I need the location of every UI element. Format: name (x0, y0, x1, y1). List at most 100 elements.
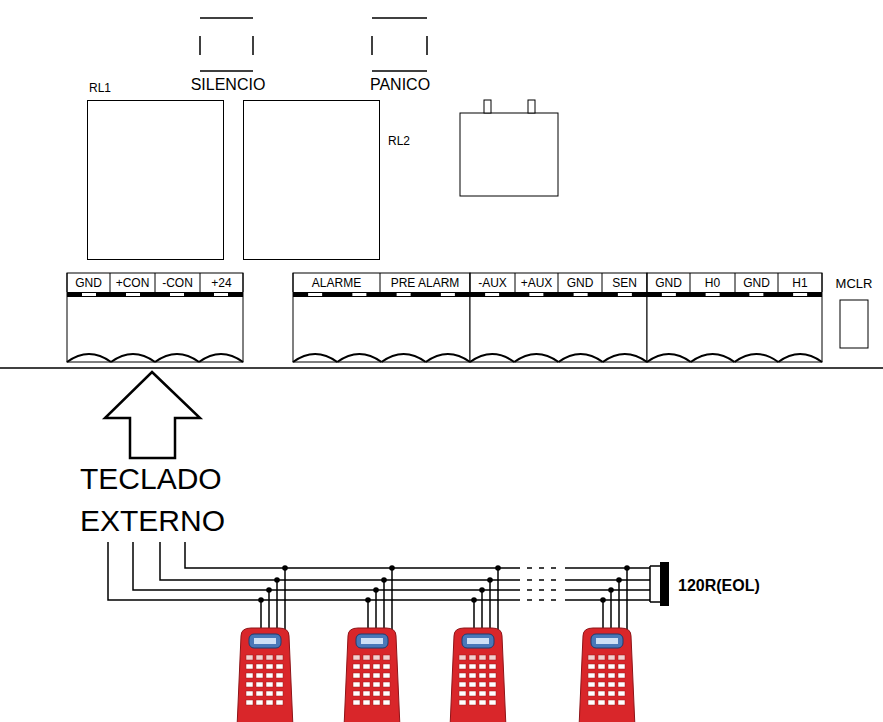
keypad-tap (367, 600, 369, 632)
keypad-tap (602, 600, 604, 632)
terminal-housing (470, 273, 647, 362)
terminal-scallop (199, 354, 243, 362)
keypad-key (363, 700, 370, 705)
keypad-key (618, 664, 625, 669)
pin-name: GND (558, 277, 602, 289)
terminal-divider (558, 273, 559, 292)
relay-box: RL1 (87, 100, 224, 260)
bus-dash (539, 567, 544, 569)
terminal-notch (662, 293, 676, 296)
keypad-key (256, 700, 263, 705)
pin-name: -AUX (470, 277, 515, 289)
bus-dash (527, 567, 532, 569)
button-line (426, 36, 428, 55)
keypad-key (588, 700, 595, 705)
keypad-key (618, 673, 625, 678)
keypad-key (479, 655, 486, 660)
bus-wire (108, 542, 520, 600)
keypad-key (383, 700, 390, 705)
keypad-key (383, 682, 390, 687)
junction-dot (373, 587, 379, 593)
terminal-scallop (382, 354, 426, 362)
keypad-display (591, 634, 623, 648)
keypad-key (489, 682, 496, 687)
terminal-notch (706, 293, 720, 296)
pin-name: GND (67, 277, 110, 289)
pin-name: ALARME (293, 277, 380, 289)
keypad-display (356, 634, 388, 648)
keypad-key (383, 673, 390, 678)
keypad-key (608, 691, 615, 696)
keypad-key (598, 664, 605, 669)
keypad-key (246, 682, 253, 687)
button-line (252, 36, 254, 55)
resistor-label: 120R(EOL) (678, 578, 788, 594)
keypad-key (479, 691, 486, 696)
keypad-key (479, 673, 486, 678)
keypad-key (489, 700, 496, 705)
keypad-screen (254, 638, 276, 644)
bus-dash (527, 579, 532, 581)
bus-wire (565, 567, 650, 569)
keypad-key (618, 655, 625, 660)
keypad-key (266, 664, 273, 669)
keypad-key (363, 682, 370, 687)
button-line (372, 17, 427, 19)
terminal-notch (793, 293, 807, 296)
button-line (199, 36, 201, 55)
keypad-tap (489, 580, 491, 632)
keypad-key (246, 673, 253, 678)
terminal-blocks (67, 273, 822, 362)
keypad-key (489, 691, 496, 696)
keypad-key (266, 682, 273, 687)
buzzer (460, 100, 558, 196)
keypad-tap (481, 590, 483, 632)
terminal-scallop (337, 354, 381, 362)
terminal-scallop (470, 354, 514, 362)
keypad-key (608, 682, 615, 687)
keypad-key (266, 673, 273, 678)
keypad-key (363, 664, 370, 669)
keypad-tap (284, 568, 286, 632)
terminal-notch (352, 293, 366, 296)
terminal-divider (515, 273, 516, 292)
keypad-body (450, 628, 506, 722)
buzzer-body (460, 113, 558, 196)
keypad-key (598, 700, 605, 705)
terminal-divider (822, 273, 823, 292)
keypad-key (459, 700, 466, 705)
terminal-divider (243, 273, 244, 292)
keypad-key (276, 664, 283, 669)
keypad-key (598, 655, 605, 660)
keypad-tap (618, 580, 620, 632)
terminal-divider (470, 273, 471, 292)
terminal-notch (82, 293, 96, 296)
relay-label: RL1 (89, 81, 111, 95)
terminal-scallop (559, 354, 603, 362)
keypad-tap (610, 590, 612, 632)
keypad-key (276, 682, 283, 687)
keypad-key (618, 691, 625, 696)
buttons (200, 18, 427, 71)
keypad-key (608, 664, 615, 669)
button-line (200, 70, 253, 72)
keypad-body (344, 628, 400, 722)
terminal-notch (574, 293, 588, 296)
button-label: PANICO (360, 77, 440, 93)
keypad-tap (383, 580, 385, 632)
outline-arrow (105, 372, 200, 458)
keypad-key (459, 655, 466, 660)
pin-name: +24 (200, 277, 243, 289)
keypad-key (383, 655, 390, 660)
bus-wire (185, 542, 520, 568)
keypad-key (266, 655, 273, 660)
keypad-key (353, 664, 360, 669)
terminal-scallop (691, 354, 735, 362)
terminal-housing (293, 273, 470, 362)
keypad-key (598, 682, 605, 687)
keypad-bus (108, 542, 650, 632)
junction-dot (471, 597, 477, 603)
junction-dot (616, 577, 622, 583)
keypad-key (608, 673, 615, 678)
pin-name: +AUX (515, 277, 558, 289)
